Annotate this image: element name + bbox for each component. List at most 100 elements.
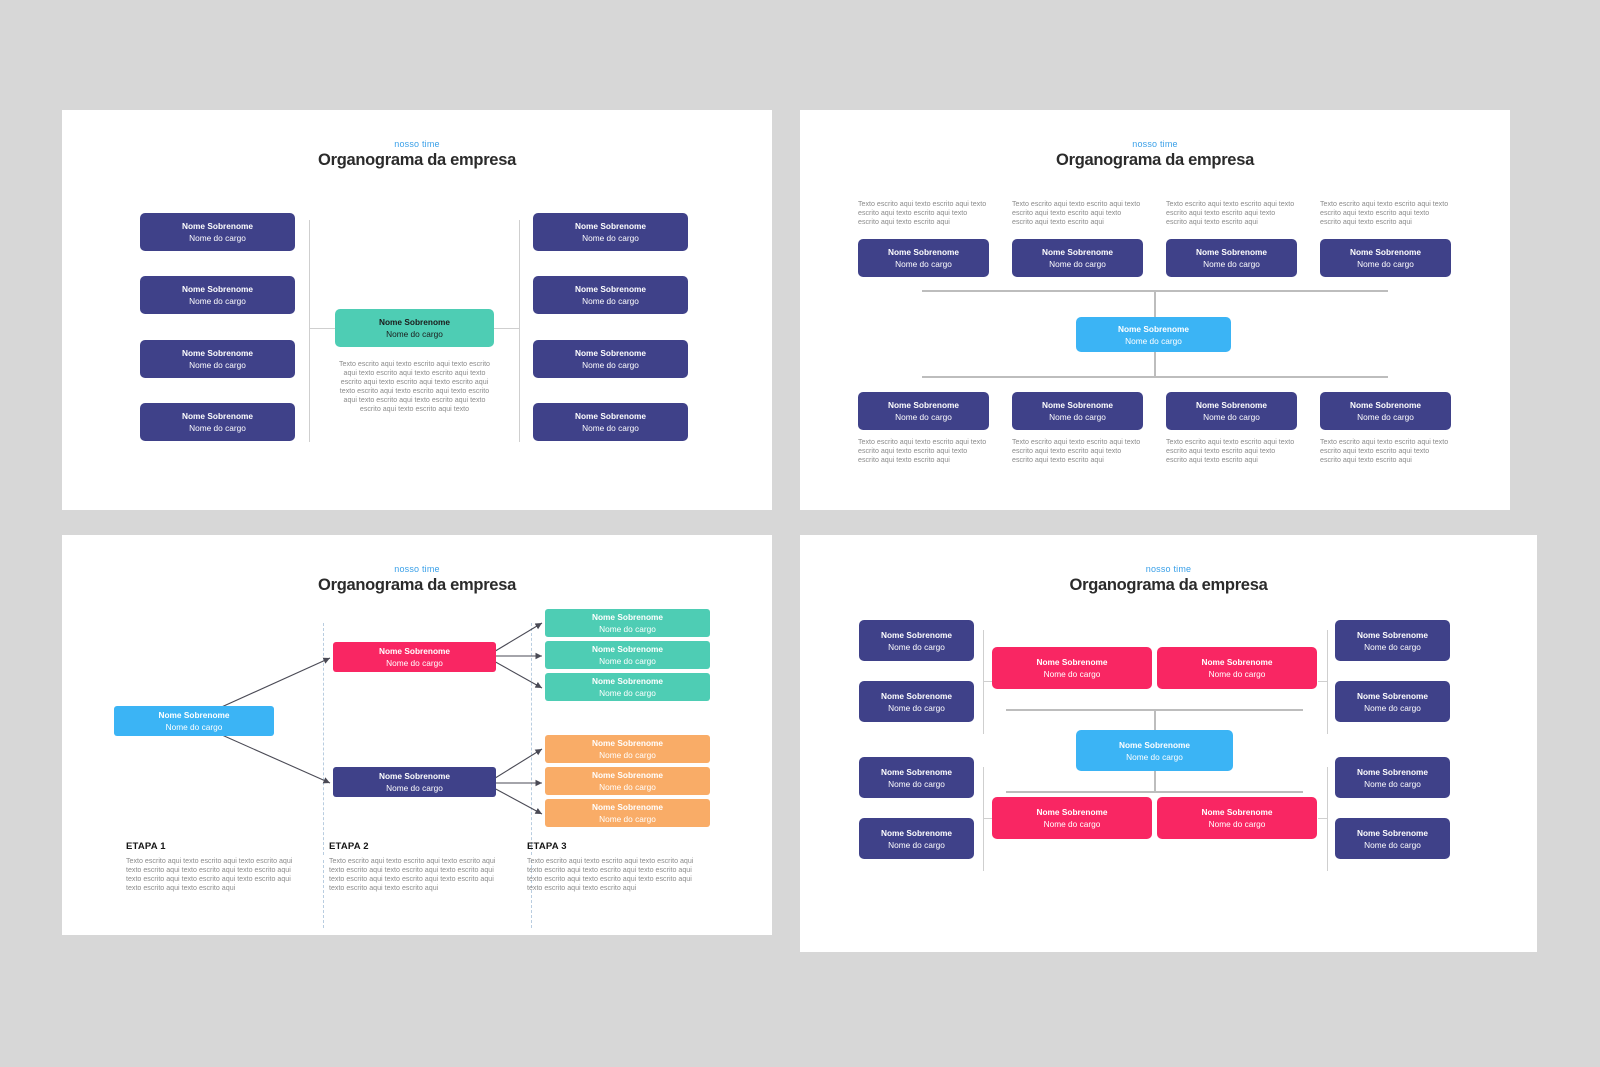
bottom-description: Texto escrito aqui texto escrito aqui te… [1166,438,1295,465]
stage1-root-card[interactable]: Nome Sobrenome Nome do cargo [114,706,274,736]
person-role: Nome do cargo [386,329,443,339]
person-card[interactable]: Nome Sobrenome Nome do cargo [858,239,989,277]
person-card[interactable]: Nome Sobrenome Nome do cargo [533,340,688,378]
connector-bracket-right-bottom [1327,767,1328,871]
person-card[interactable]: Nome Sobrenome Nome do cargo [859,681,974,722]
person-card[interactable]: Nome Sobrenome Nome do cargo [1012,392,1143,430]
center-person-card[interactable]: Nome Sobrenome Nome do cargo [1076,317,1231,352]
person-name: Nome Sobrenome [575,221,646,231]
stage3-card[interactable]: Nome Sobrenome Nome do cargo [545,735,710,763]
person-name: Nome Sobrenome [592,738,663,748]
center-person-card[interactable]: Nome Sobrenome Nome do cargo [1076,730,1233,771]
person-card[interactable]: Nome Sobrenome Nome do cargo [1320,392,1451,430]
stage3-card[interactable]: Nome Sobrenome Nome do cargo [545,673,710,701]
person-name: Nome Sobrenome [182,411,253,421]
person-name: Nome Sobrenome [1201,807,1273,817]
person-card[interactable]: Nome Sobrenome Nome do cargo [859,818,974,859]
person-role: Nome do cargo [582,233,639,243]
person-name: Nome Sobrenome [881,690,952,701]
connector-stub-right [494,328,520,329]
person-name: Nome Sobrenome [592,770,663,780]
connector-stem-bottom [1154,347,1156,377]
connector-line-right [519,220,520,442]
slide3-kicker: nosso time [394,564,440,574]
person-card[interactable]: Nome Sobrenome Nome do cargo [1335,681,1450,722]
connector-stem-bottom [1154,768,1156,792]
person-role: Nome do cargo [888,641,945,652]
top-description: Texto escrito aqui texto escrito aqui te… [1166,200,1295,227]
person-card[interactable]: Nome Sobrenome Nome do cargo [140,340,295,378]
slide-process-flow: nosso time Organograma da empresa Nome S… [62,535,772,935]
person-card[interactable]: Nome Sobrenome Nome do cargo [859,757,974,798]
stage2-card[interactable]: Nome Sobrenome Nome do cargo [333,642,496,672]
person-card[interactable]: Nome Sobrenome Nome do cargo [1335,757,1450,798]
person-card[interactable]: Nome Sobrenome Nome do cargo [859,620,974,661]
stage-description: Texto escrito aqui texto escrito aqui te… [126,857,293,893]
connector-bus-bottom [922,376,1388,378]
person-role: Nome do cargo [386,658,443,668]
person-card[interactable]: Nome Sobrenome Nome do cargo [1335,620,1450,661]
person-name: Nome Sobrenome [1118,323,1189,334]
top-description: Texto escrito aqui texto escrito aqui te… [858,200,987,227]
connector-stub [983,818,992,819]
stage3-card[interactable]: Nome Sobrenome Nome do cargo [545,641,710,669]
person-role: Nome do cargo [1364,702,1421,713]
person-name: Nome Sobrenome [592,612,663,622]
person-card[interactable]: Nome Sobrenome Nome do cargo [140,276,295,314]
person-role: Nome do cargo [599,656,656,666]
person-card[interactable]: Nome Sobrenome Nome do cargo [1320,239,1451,277]
bottom-description: Texto escrito aqui texto escrito aqui te… [1012,438,1141,465]
person-card[interactable]: Nome Sobrenome Nome do cargo [1166,239,1297,277]
person-role: Nome do cargo [189,360,246,370]
connector-stub [1318,681,1327,682]
bottom-description: Texto escrito aqui texto escrito aqui te… [858,438,987,465]
person-card[interactable]: Nome Sobrenome Nome do cargo [533,213,688,251]
person-card[interactable]: Nome Sobrenome Nome do cargo [140,213,295,251]
slide3-title: Organograma da empresa [318,576,516,594]
connector-bracket-right-top [1327,630,1328,734]
person-card[interactable]: Nome Sobrenome Nome do cargo [533,276,688,314]
stage3-card[interactable]: Nome Sobrenome Nome do cargo [545,767,710,795]
person-name: Nome Sobrenome [881,827,952,838]
stage2-card[interactable]: Nome Sobrenome Nome do cargo [333,767,496,797]
stage-divider [531,623,532,855]
person-card[interactable]: Nome Sobrenome Nome do cargo [992,797,1152,839]
stage3-card[interactable]: Nome Sobrenome Nome do cargo [545,609,710,637]
stage-description: Texto escrito aqui texto escrito aqui te… [329,857,496,893]
person-role: Nome do cargo [599,624,656,634]
person-name: Nome Sobrenome [1036,657,1108,667]
stage3-card[interactable]: Nome Sobrenome Nome do cargo [545,799,710,827]
person-role: Nome do cargo [599,782,656,792]
person-card[interactable]: Nome Sobrenome Nome do cargo [1157,647,1317,689]
person-role: Nome do cargo [189,296,246,306]
slide4-header: nosso time Organograma da empresa [800,564,1537,595]
person-card[interactable]: Nome Sobrenome Nome do cargo [858,392,989,430]
person-name: Nome Sobrenome [182,221,253,231]
person-name: Nome Sobrenome [1196,247,1267,257]
person-card[interactable]: Nome Sobrenome Nome do cargo [992,647,1152,689]
person-role: Nome do cargo [1049,412,1106,422]
person-role: Nome do cargo [1203,412,1260,422]
person-card[interactable]: Nome Sobrenome Nome do cargo [1157,797,1317,839]
person-name: Nome Sobrenome [1196,400,1267,410]
person-role: Nome do cargo [599,750,656,760]
person-card[interactable]: Nome Sobrenome Nome do cargo [1335,818,1450,859]
slide2-title: Organograma da empresa [1056,151,1254,169]
person-name: Nome Sobrenome [1350,247,1421,257]
person-card[interactable]: Nome Sobrenome Nome do cargo [533,403,688,441]
person-role: Nome do cargo [1364,641,1421,652]
person-name: Nome Sobrenome [1357,766,1428,777]
person-name: Nome Sobrenome [888,247,959,257]
person-card[interactable]: Nome Sobrenome Nome do cargo [1012,239,1143,277]
top-description: Texto escrito aqui texto escrito aqui te… [1012,200,1141,227]
person-role: Nome do cargo [895,259,952,269]
person-role: Nome do cargo [1126,751,1183,762]
person-card[interactable]: Nome Sobrenome Nome do cargo [140,403,295,441]
center-paragraph: Texto escrito aqui texto escrito aqui te… [338,360,490,414]
center-person-card[interactable]: Nome Sobrenome Nome do cargo [335,309,494,347]
person-role: Nome do cargo [1125,335,1182,346]
slide3-header: nosso time Organograma da empresa [62,564,772,595]
stage-label: ETAPA 1 [126,841,166,852]
person-card[interactable]: Nome Sobrenome Nome do cargo [1166,392,1297,430]
person-role: Nome do cargo [1208,819,1266,829]
